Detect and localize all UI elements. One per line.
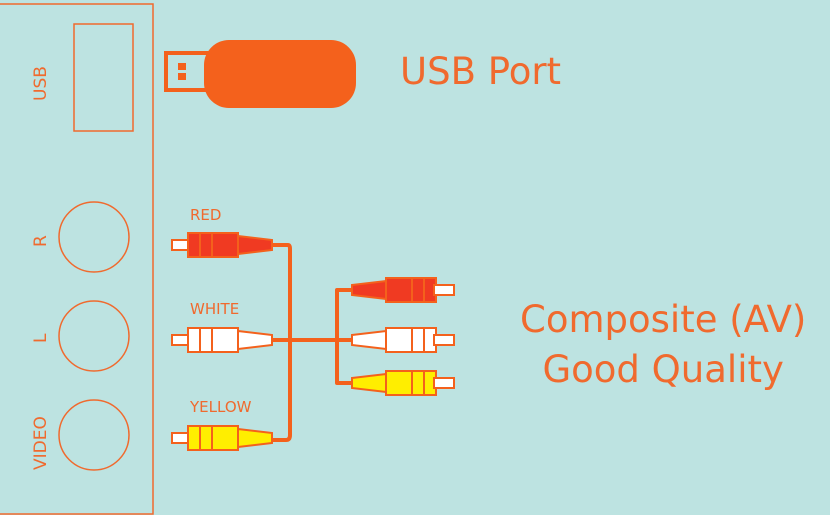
device-panel — [0, 3, 154, 515]
usb-drive-icon — [164, 40, 356, 108]
socket-right-audio — [58, 201, 130, 273]
composite-caption: Composite (AV) Good Quality — [520, 295, 806, 395]
plug-label-yellow: YELLOW — [190, 398, 252, 416]
plug-red-left — [171, 232, 273, 258]
port-label-usb: USB — [31, 66, 51, 101]
plug-label-white: WHITE — [190, 300, 240, 318]
port-label-video: VIDEO — [31, 416, 51, 470]
composite-caption-quality: Good Quality — [542, 348, 784, 391]
plug-red-right — [351, 277, 455, 303]
plug-label-red: RED — [190, 206, 222, 224]
usb-port-caption: USB Port — [400, 50, 562, 93]
plug-yellow-left — [171, 425, 273, 451]
composite-caption-title: Composite (AV) — [520, 298, 807, 341]
plug-white-left — [171, 327, 273, 353]
port-label-left: L — [31, 333, 51, 343]
av-cable — [272, 243, 352, 442]
port-label-right: R — [31, 235, 51, 247]
socket-left-audio — [58, 300, 130, 372]
plug-white-right — [351, 327, 455, 353]
socket-video — [58, 399, 130, 471]
usb-socket — [73, 23, 134, 132]
plug-yellow-right — [351, 370, 455, 396]
